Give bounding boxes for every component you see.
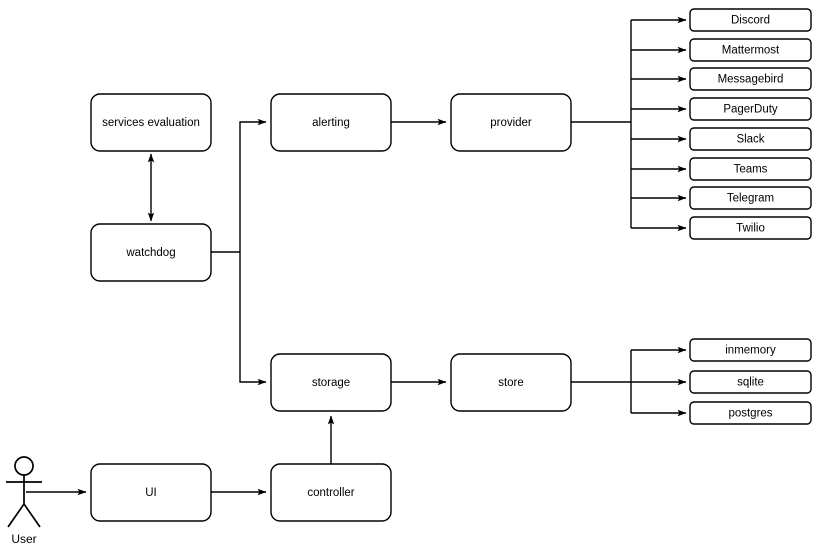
node-label: store (498, 377, 524, 389)
node-label: watchdog (125, 247, 175, 259)
leaf-label: Teams (734, 164, 768, 176)
actor-user: User (6, 456, 42, 546)
store-leaf-layer: inmemory sqlite postgres (689, 338, 812, 425)
node-box (270, 353, 392, 412)
leaf-box (689, 38, 812, 62)
node-box (450, 353, 572, 412)
leaf-label: Mattermost (722, 45, 780, 57)
actor-label: User (11, 532, 36, 546)
leaf-node-twilio[interactable]: Twilio (689, 216, 812, 240)
node-ui[interactable]: UI (90, 463, 212, 522)
node-box (270, 463, 392, 522)
leaf-box (689, 186, 812, 210)
leaf-label: Slack (736, 134, 764, 146)
node-label: storage (312, 377, 350, 389)
leaf-box (689, 67, 812, 91)
leaf-box (689, 338, 812, 362)
node-label: UI (145, 487, 157, 499)
node-box (90, 223, 212, 282)
provider-leaf-layer: DiscordMattermostMessagebirdPagerDutySla… (689, 8, 812, 240)
node-box (450, 93, 572, 152)
node-watchdog[interactable]: watchdog (90, 223, 212, 282)
actor-head-icon (14, 456, 34, 476)
node-box (90, 463, 212, 522)
leaf-node-inmemory[interactable]: inmemory (689, 338, 812, 362)
leaf-node-pagerduty[interactable]: PagerDuty (689, 97, 812, 121)
leaf-box (689, 216, 812, 240)
node-storage[interactable]: storage (270, 353, 392, 412)
leaf-label: postgres (728, 408, 772, 420)
leaf-box (689, 97, 812, 121)
node-controller[interactable]: controller (270, 463, 392, 522)
node-label: alerting (312, 117, 350, 129)
leaf-label: PagerDuty (723, 104, 778, 116)
leaf-label: Discord (731, 15, 770, 27)
node-label: controller (307, 487, 354, 499)
node-alerting[interactable]: alerting (270, 93, 392, 152)
leaf-label: Twilio (736, 223, 765, 235)
node-box (90, 93, 212, 152)
leaf-node-discord[interactable]: Discord (689, 8, 812, 32)
store-fanout-edges (630, 346, 687, 417)
actor-leg-left-icon (7, 503, 25, 528)
leaf-label: Telegram (727, 193, 774, 205)
edge-watchdog-storage (239, 252, 267, 386)
leaf-label: Messagebird (718, 74, 784, 86)
leaf-node-messagebird[interactable]: Messagebird (689, 67, 812, 91)
leaf-node-slack[interactable]: Slack (689, 127, 812, 151)
node-store[interactable]: store (450, 353, 572, 412)
actor-leg-right-icon (23, 503, 41, 528)
leaf-box (689, 401, 812, 425)
leaf-box (689, 157, 812, 181)
node-services-evaluation[interactable]: services evaluation (90, 93, 212, 152)
node-label: services evaluation (102, 117, 200, 129)
leaf-node-mattermost[interactable]: Mattermost (689, 38, 812, 62)
node-provider[interactable]: provider (450, 93, 572, 152)
leaf-node-teams[interactable]: Teams (689, 157, 812, 181)
leaf-box (689, 8, 812, 32)
leaf-label: sqlite (737, 377, 764, 389)
node-label: provider (490, 117, 532, 129)
node-layer: services evaluation watchdog alerting provi… (90, 93, 572, 522)
leaf-node-sqlite[interactable]: sqlite (689, 370, 812, 394)
leaf-label: inmemory (725, 345, 776, 357)
leaf-box (689, 370, 812, 394)
edge-watchdog-alerting (211, 118, 267, 253)
leaf-box (689, 127, 812, 151)
node-box (270, 93, 392, 152)
leaf-node-telegram[interactable]: Telegram (689, 186, 812, 210)
leaf-node-postgres[interactable]: postgres (689, 401, 812, 425)
provider-fanout-edges (630, 16, 687, 232)
edge-layer (26, 16, 687, 496)
